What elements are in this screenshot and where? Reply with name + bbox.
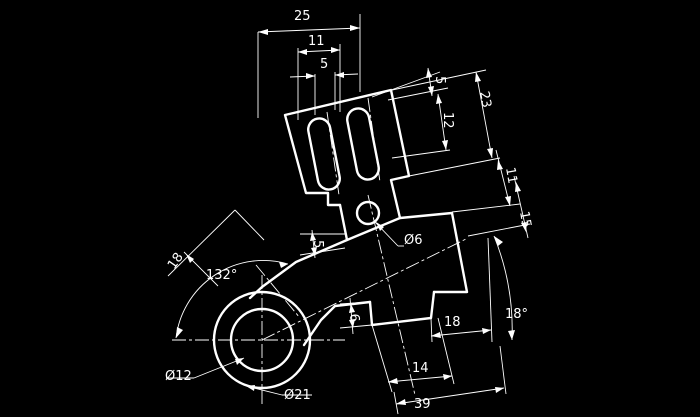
dim-5-left-text: 5 [310, 240, 325, 248]
top-block-outline [283, 88, 411, 220]
arm-centerline [261, 237, 469, 341]
dimension-dia-12: Ø12 [165, 357, 245, 384]
dim-132-text: 132° [206, 268, 237, 283]
neck-left-edge [338, 203, 349, 242]
arm-upper-edge [248, 211, 469, 300]
dimension-25: 25 [257, 9, 361, 118]
dim-11-right-text: 11 [502, 166, 520, 185]
dimension-11-slot-spacing: 11 [297, 34, 341, 120]
dim-dia6-text: Ø6 [404, 233, 423, 248]
dim-6-text: 6 [346, 313, 362, 323]
small-hole [355, 200, 381, 226]
dimension-18-tab-offset: 18 [430, 237, 493, 343]
dimension-5-boss-offset: 5 [299, 229, 346, 259]
dimension-dia-21: Ø21 [245, 385, 312, 403]
lower-tab [368, 290, 436, 327]
right-slot [346, 107, 380, 181]
dim-18-left-text: 18 [165, 250, 187, 272]
dimension-11-upper-gap: 11 [451, 149, 521, 213]
dimension-14-bottom: 14 [371, 317, 455, 393]
block-axis-centerline [367, 194, 416, 396]
dimension-18-degree-angle: 18° [493, 235, 528, 341]
dim-25-text: 25 [294, 9, 311, 24]
dim-18deg-text: 18° [505, 307, 528, 322]
dimension-dia-6: Ø6 [374, 221, 423, 248]
part-outline [212, 88, 469, 390]
dimension-15-arm-width: 15 [467, 175, 534, 239]
dimension-5-slot-width: 5 [289, 57, 359, 115]
dim-15-text: 15 [516, 210, 534, 229]
arm-lower-edge [302, 300, 372, 347]
dimension-39-bottom: 39 [393, 345, 507, 415]
left-slot [307, 117, 341, 191]
dim-dia12-text: Ø12 [165, 369, 192, 384]
boss-inner-hole [229, 307, 295, 373]
dim-11-top-text: 11 [308, 34, 325, 49]
dim-14-text: 14 [412, 361, 429, 376]
boss-outer-circle [212, 290, 312, 390]
dim-5-top-text: 5 [320, 57, 328, 72]
dim-23-text: 23 [476, 90, 494, 109]
dim-39-text: 39 [414, 397, 431, 412]
dimension-5-slot-end: 5 [371, 67, 447, 98]
boss-diagonal-centerline [255, 264, 301, 319]
dimension-132-angle: 132° [175, 260, 289, 339]
dimension-6-tab-height: 6 [339, 297, 373, 335]
dim-18-tab-text: 18 [444, 315, 461, 330]
dimension-23-block-height: 23 [391, 69, 501, 177]
dim-12-text: 12 [440, 112, 455, 129]
dimension-12-slot-length: 12 [387, 87, 455, 159]
dim-dia21-text: Ø21 [284, 388, 311, 403]
